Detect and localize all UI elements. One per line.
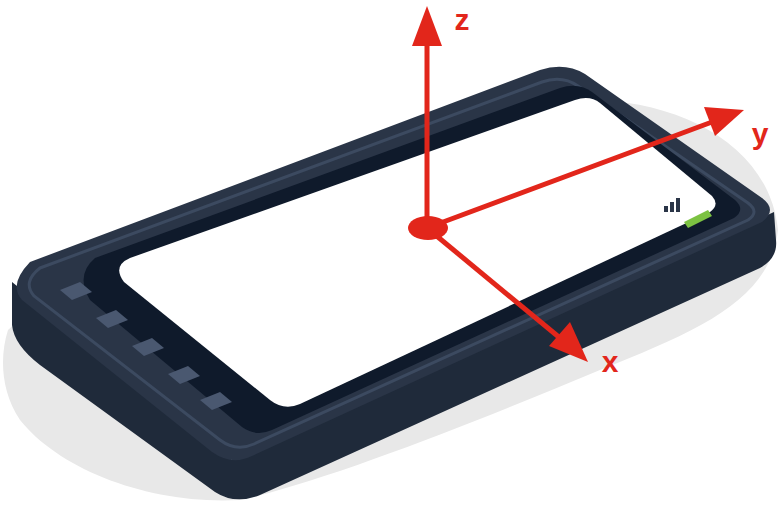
y-arrowhead bbox=[704, 107, 744, 136]
axis-label: x bbox=[602, 347, 619, 377]
phone-top bbox=[17, 67, 770, 460]
z-axis bbox=[425, 40, 430, 228]
axis-label: y bbox=[752, 119, 769, 149]
axes bbox=[408, 6, 744, 362]
phone-screen bbox=[119, 98, 715, 407]
signal-icon bbox=[664, 198, 712, 228]
phone-rim bbox=[29, 79, 754, 447]
x-arrowhead bbox=[549, 322, 588, 362]
axis-label: z bbox=[455, 5, 470, 35]
z-arrowhead bbox=[412, 6, 442, 46]
phone-bezel bbox=[84, 86, 741, 433]
y-axis bbox=[427, 122, 712, 228]
x-axis bbox=[427, 228, 560, 338]
axis-origin bbox=[408, 216, 448, 240]
phone-buttons bbox=[60, 282, 232, 410]
